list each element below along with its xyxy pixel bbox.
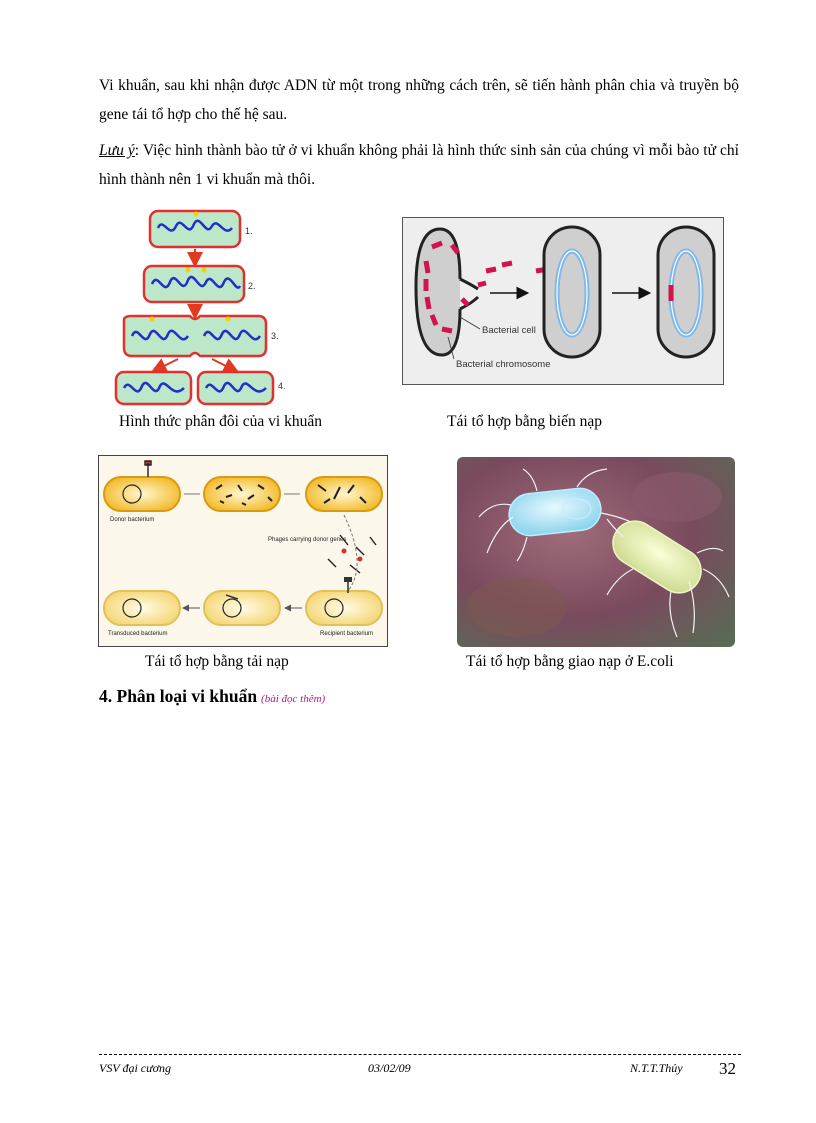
bacterial-cell-label: Bacterial cell <box>482 325 536 336</box>
transduced-bacterium-label: Transduced bacterium <box>108 631 167 637</box>
section-heading: 4. Phân loại vi khuẩn(bài đọc thêm) <box>99 686 325 707</box>
footer-divider <box>99 1054 741 1055</box>
note-label: Lưu ý <box>99 142 135 159</box>
bacterial-cell-right <box>656 225 716 359</box>
conjugation-caption: Tái tổ hợp bằng giao nạp ở E.coli <box>466 653 674 670</box>
dna-strand <box>122 381 185 393</box>
donor-cell <box>508 487 602 537</box>
chromosome-fragments <box>423 240 549 334</box>
note-paragraph: Lưu ý: Việc hình thành bào tử ở vi khuẩn… <box>99 136 739 194</box>
section-heading-text: 4. Phân loại vi khuẩn <box>99 686 258 706</box>
intro-paragraph: Vi khuẩn, sau khi nhận được ADN từ một t… <box>99 77 739 123</box>
conjugation-figure <box>457 457 735 647</box>
fission-cell-2 <box>142 264 246 304</box>
note-text: : Việc hình thành bào tử ở vi khuẩn khôn… <box>99 142 739 188</box>
recipient-bacterium <box>305 590 383 626</box>
phages-label: Phages carrying donor genes <box>268 537 346 543</box>
fission-cell-4b <box>196 370 275 406</box>
dna-strand <box>156 219 233 232</box>
transduction-caption: Tái tổ hợp bằng tải nạp <box>145 653 289 670</box>
page-number: 32 <box>719 1059 736 1078</box>
dna-strand <box>130 329 190 341</box>
donor-bacterium <box>103 476 181 512</box>
footer-course: VSV đại cương <box>99 1061 172 1075</box>
fission-cell-4a <box>114 370 193 406</box>
donor-bacterium-label: Donor bacterium <box>110 517 154 523</box>
recipient-cell <box>612 520 702 594</box>
fission-cell-1 <box>148 209 242 249</box>
recipient-bacterium-label: Recipient bacterium <box>320 631 373 637</box>
bacterial-cell <box>414 227 462 357</box>
bacterial-cell-middle <box>542 225 602 359</box>
step-label-2: 2. <box>248 281 256 291</box>
transformation-figure: Bacterial cell Bacterial chromosome <box>402 217 724 385</box>
fission-cell-3 <box>122 314 268 358</box>
transformation-caption: Tái tổ hợp bằng biến nạp <box>447 413 602 430</box>
dna-strand <box>202 329 262 341</box>
footer-author: N.T.T.Thủy <box>630 1061 683 1075</box>
section-heading-note: (bài đọc thêm) <box>261 693 326 705</box>
dna-strand <box>150 275 242 289</box>
bacterial-chromosome-label: Bacterial chromosome <box>456 359 551 370</box>
fission-caption: Hình thức phân đôi của vi khuẩn <box>119 413 322 430</box>
transduction-figure: Donor bacterium Phages carrying donor ge… <box>98 455 388 647</box>
step-label-4: 4. <box>278 381 286 391</box>
footer-date: 03/02/09 <box>368 1061 411 1075</box>
transduced-bacterium <box>103 590 181 626</box>
dna-strand <box>204 381 267 393</box>
step-label-3: 3. <box>271 331 279 341</box>
binary-fission-figure: 1. 2. 3. 4. <box>114 209 286 406</box>
step-label-1: 1. <box>245 226 253 236</box>
